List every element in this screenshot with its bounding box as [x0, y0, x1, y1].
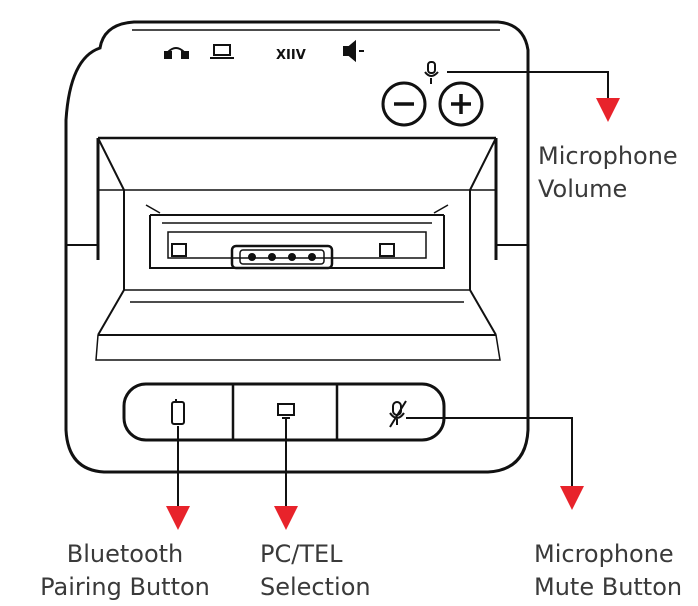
callout-mic-volume: [447, 71, 620, 122]
pc-icon: [210, 44, 234, 59]
label-line: Bluetooth: [66, 540, 184, 568]
label-microphone-mute: Microphone Mute Button: [534, 538, 682, 604]
callout-pc-tel: [274, 418, 298, 530]
label-pc-tel-selection: PC/TEL Selection: [260, 538, 371, 604]
label-line: Selection: [260, 573, 371, 601]
bluetooth-pairing-button[interactable]: [126, 386, 232, 438]
mobile-phone-icon: [171, 399, 185, 425]
headset-icon: [164, 47, 189, 59]
microphone-mute-icon: [389, 400, 407, 428]
top-icon-glyph: XIIV: [276, 48, 306, 63]
status-icons: XIIV: [164, 39, 364, 63]
arrow-icon: [166, 506, 190, 530]
mic-volume-controls: [381, 61, 484, 127]
volume-down-button[interactable]: [381, 81, 427, 127]
label-line: Pairing Button: [40, 573, 210, 601]
label-microphone-volume: Microphone Volume: [538, 140, 678, 206]
volume-up-button[interactable]: [438, 81, 484, 127]
label-bluetooth-pairing: Bluetooth Pairing Button: [10, 538, 240, 604]
arrow-icon: [560, 486, 584, 510]
label-line: Microphone: [538, 142, 678, 170]
label-line: PC/TEL: [260, 540, 343, 568]
arrow-icon: [274, 506, 298, 530]
arrow-icon: [596, 98, 620, 122]
label-line: Mute Button: [534, 573, 683, 601]
label-line: Microphone: [534, 540, 674, 568]
label-line: Volume: [538, 175, 628, 203]
speaker-icon: [343, 39, 364, 63]
microphone-icon: [424, 61, 439, 84]
microphone-mute-button[interactable]: [338, 386, 442, 438]
callout-mic-mute: [406, 417, 584, 510]
device-body: [64, 20, 530, 474]
charging-connector: [230, 244, 334, 270]
mobile-icon: XIIV: [276, 48, 306, 63]
front-button-bar: [122, 382, 446, 442]
callout-bluetooth: [166, 426, 190, 530]
